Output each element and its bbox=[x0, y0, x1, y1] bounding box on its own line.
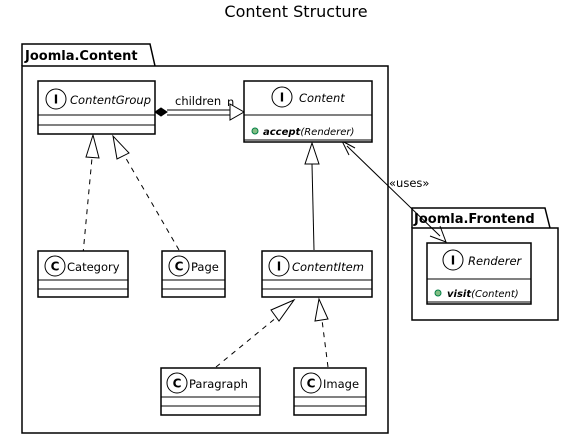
uses-association: «uses» bbox=[340, 139, 447, 243]
class-renderer: I Renderer visit(Content) bbox=[426, 242, 532, 305]
public-method-icon bbox=[434, 289, 442, 297]
interface-icon bbox=[45, 88, 67, 110]
stereotype-letter: I bbox=[280, 91, 284, 105]
stereotype-letter: I bbox=[277, 260, 281, 274]
stereotype-letter: C bbox=[307, 377, 316, 391]
interface-icon bbox=[268, 255, 290, 277]
stereotype-letter: C bbox=[175, 260, 184, 274]
class-content: I Content accept(Renderer) bbox=[243, 80, 373, 143]
method-signature: visit(Content) bbox=[447, 289, 519, 300]
children-multiplicity: n bbox=[227, 95, 234, 109]
stereotype-letter: I bbox=[451, 254, 455, 268]
class-name: ContentItem bbox=[292, 260, 364, 274]
package-joomla-content: Joomla.Content bbox=[21, 43, 389, 434]
class-contentitem: I ContentItem bbox=[261, 250, 373, 298]
class-name: Paragraph bbox=[189, 377, 248, 391]
method-signature: accept(Renderer) bbox=[263, 127, 354, 138]
package-label: Joomla.Content bbox=[24, 49, 138, 64]
children-label: children bbox=[175, 94, 221, 108]
class-paragraph: C Paragraph bbox=[160, 367, 261, 416]
class-name: Page bbox=[191, 260, 219, 274]
class-name: Category bbox=[67, 260, 120, 274]
class-contentgroup: I ContentGroup bbox=[37, 80, 156, 135]
class-icon bbox=[44, 255, 66, 277]
class-icon bbox=[300, 372, 322, 394]
package-joomla-frontend: Joomla.Frontend bbox=[411, 207, 559, 321]
class-name: Content bbox=[299, 91, 345, 105]
public-method-icon bbox=[251, 127, 259, 135]
page-realizes-contentgroup bbox=[112, 134, 180, 251]
contentitem-extends-content bbox=[304, 141, 320, 251]
interface-icon bbox=[271, 86, 293, 108]
image-realizes-contentitem bbox=[314, 297, 329, 368]
paragraph-realizes-contentitem bbox=[215, 298, 296, 368]
class-icon bbox=[166, 372, 188, 394]
package-label: Joomla.Frontend bbox=[413, 212, 535, 227]
children-composition: children n bbox=[154, 94, 246, 121]
diagram-title: Content Structure bbox=[224, 2, 367, 21]
class-icon bbox=[168, 255, 190, 277]
class-name: Renderer bbox=[468, 254, 523, 268]
category-realizes-contentgroup bbox=[82, 133, 100, 255]
stereotype-letter: I bbox=[54, 93, 58, 107]
class-image: C Image bbox=[293, 367, 367, 416]
class-name: Image bbox=[323, 377, 359, 391]
class-category: C Category bbox=[37, 250, 129, 298]
stereotype-letter: C bbox=[51, 260, 60, 274]
uses-label: «uses» bbox=[389, 176, 429, 190]
stereotype-letter: C bbox=[173, 377, 182, 391]
class-page: C Page bbox=[161, 250, 226, 298]
interface-icon bbox=[442, 249, 464, 271]
class-name: ContentGroup bbox=[70, 93, 151, 107]
